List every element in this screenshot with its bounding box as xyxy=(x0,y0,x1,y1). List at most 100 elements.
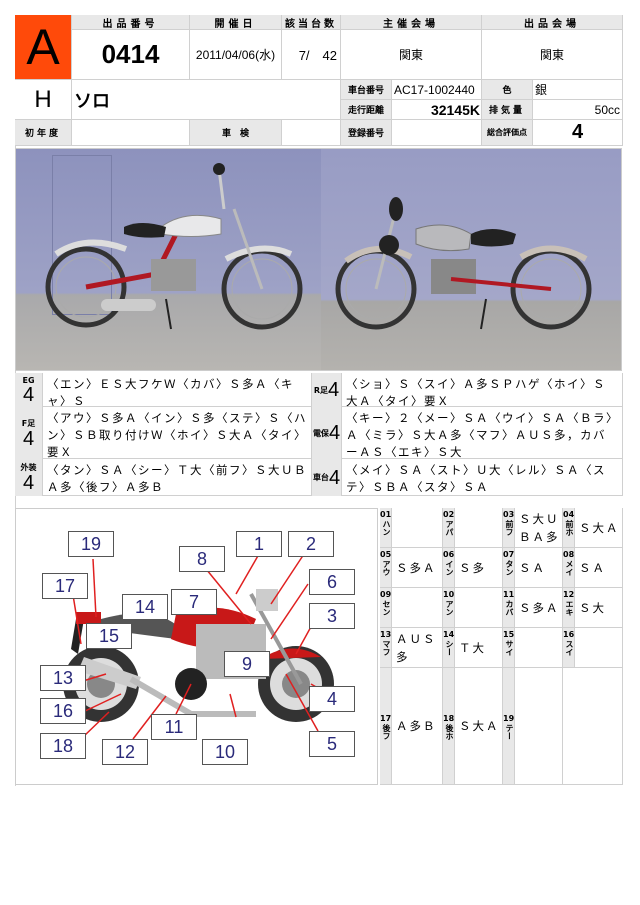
part-cell-empty xyxy=(563,668,623,785)
part-value: Ａ多Ｂ xyxy=(396,719,437,733)
overall-score: 4 xyxy=(533,120,623,146)
part-value: Ｓ多Ａ xyxy=(519,600,560,615)
part-no: 18 xyxy=(443,714,455,723)
part-no: 02 xyxy=(443,510,455,519)
reg-no xyxy=(392,120,482,146)
part-no: 16 xyxy=(563,630,575,639)
part-value: Ｓ大Ａ xyxy=(579,520,620,535)
part-no: 19 xyxy=(503,714,515,723)
part-name: マフ xyxy=(382,640,391,656)
part-no: 05 xyxy=(380,550,392,559)
listing-venue: 関東 xyxy=(482,30,623,80)
inspection-label-electrical: 電保 4 xyxy=(312,407,342,459)
diagram-label-4: 4 xyxy=(309,686,355,712)
part-value: ＡＵＳ多 xyxy=(396,631,437,664)
part-name: エキ xyxy=(565,600,574,616)
diagram-label-18: 18 xyxy=(40,733,86,759)
part-no: 08 xyxy=(563,550,575,559)
grade-value: A xyxy=(26,19,60,75)
damage-diagram: 19 8 1 2 17 6 7 14 3 15 9 13 4 16 11 5 1… xyxy=(15,508,378,785)
inspection-score: 4 xyxy=(22,472,35,494)
mileage-label: 走行距離 xyxy=(341,100,392,120)
inspection-label-frame: 車台 4 xyxy=(312,459,342,496)
diagram-label-5: 5 xyxy=(309,731,355,757)
grade-badge: A xyxy=(15,15,72,80)
part-name: セン xyxy=(382,600,391,616)
diagram-label-8: 8 xyxy=(179,546,225,572)
part-no: 11 xyxy=(503,590,515,599)
part-no: 03 xyxy=(503,510,515,519)
maker-value: H xyxy=(34,85,52,113)
inspection-label-eg: EG 4 xyxy=(15,373,43,407)
inspection-notes: 〈メイ〉ＳＡ〈スト〉Ｕ大〈レル〉ＳＡ〈ステ〉ＳＢＡ〈スタ〉ＳＡ xyxy=(342,459,623,496)
part-name: サイ xyxy=(505,640,514,656)
inspection-label: 車 検 xyxy=(190,120,282,146)
part-name: スイ xyxy=(565,640,574,656)
inspection-notes: 〈アウ〉Ｓ多Ａ〈イン〉Ｓ多〈ステ〉Ｓ〈ハン〉ＳＢ取り付けＷ〈ホイ〉Ｓ大Ａ〈タイ〉… xyxy=(43,407,312,459)
part-no: 07 xyxy=(503,550,515,559)
frame-no-label: 車台番号 xyxy=(341,80,392,100)
inspection-row: EG 4 〈エン〉ＥＳ大フケＷ〈カバ〉Ｓ多Ａ〈キャ〉Ｓ R足 4 〈ショ〉Ｓ〈ス… xyxy=(15,373,623,408)
inspection-label-text: EG xyxy=(22,375,35,385)
inspection-label-text: R足 xyxy=(313,385,329,395)
motorcycle-right-image xyxy=(335,197,592,330)
host-venue: 関東 xyxy=(341,30,482,80)
reg-no-label: 登録番号 xyxy=(341,120,392,146)
part-name: アウ xyxy=(382,560,391,576)
part-value: Ｓ多Ａ xyxy=(396,560,437,575)
part-no: 06 xyxy=(443,550,455,559)
inspection-label-text: 外装 xyxy=(20,463,37,472)
part-name: シー xyxy=(445,640,454,656)
vehicle-photo xyxy=(15,148,622,371)
inspection-score: 4 xyxy=(328,379,340,401)
inspection-label-text: 電保 xyxy=(312,428,329,438)
part-value: Ｓ大ＵＢＡ多 xyxy=(519,511,560,544)
part-name: 後フ xyxy=(382,724,391,740)
photo-left xyxy=(16,149,321,370)
inspection-notes: 〈キー〉２〈メー〉ＳＡ〈ウイ〉ＳＡ〈Ｂラ〉Ａ〈ミラ〉Ｓ大Ａ多〈マフ〉ＡＵＳ多，カ… xyxy=(342,407,623,459)
part-no: 15 xyxy=(503,630,515,639)
part-name: ハン xyxy=(382,520,391,536)
overall-score-label: 総合評価点 xyxy=(482,120,533,146)
displacement: 50cc xyxy=(533,100,623,120)
part-value xyxy=(577,628,622,667)
part-no: 01 xyxy=(380,510,392,519)
color-label: 色 xyxy=(482,80,533,100)
inspection-score: 4 xyxy=(328,422,341,444)
motorcycle-left-image xyxy=(45,163,303,330)
part-no: 13 xyxy=(380,630,392,639)
count-label: 該当台数 xyxy=(282,15,341,30)
diagram-label-1: 1 xyxy=(236,531,282,557)
part-value: Ｓ大 xyxy=(579,600,606,615)
inspection xyxy=(282,120,341,146)
part-value xyxy=(517,628,562,667)
part-no: 17 xyxy=(380,714,392,723)
part-name: イン xyxy=(445,560,454,576)
part-value xyxy=(457,508,502,547)
part-value: ＳＡ xyxy=(519,560,546,575)
model-value: ソロ xyxy=(74,90,110,112)
diagram-label-17: 17 xyxy=(42,573,88,599)
displacement-label: 排気量 xyxy=(482,100,533,120)
model-name: ソロ xyxy=(72,80,341,120)
